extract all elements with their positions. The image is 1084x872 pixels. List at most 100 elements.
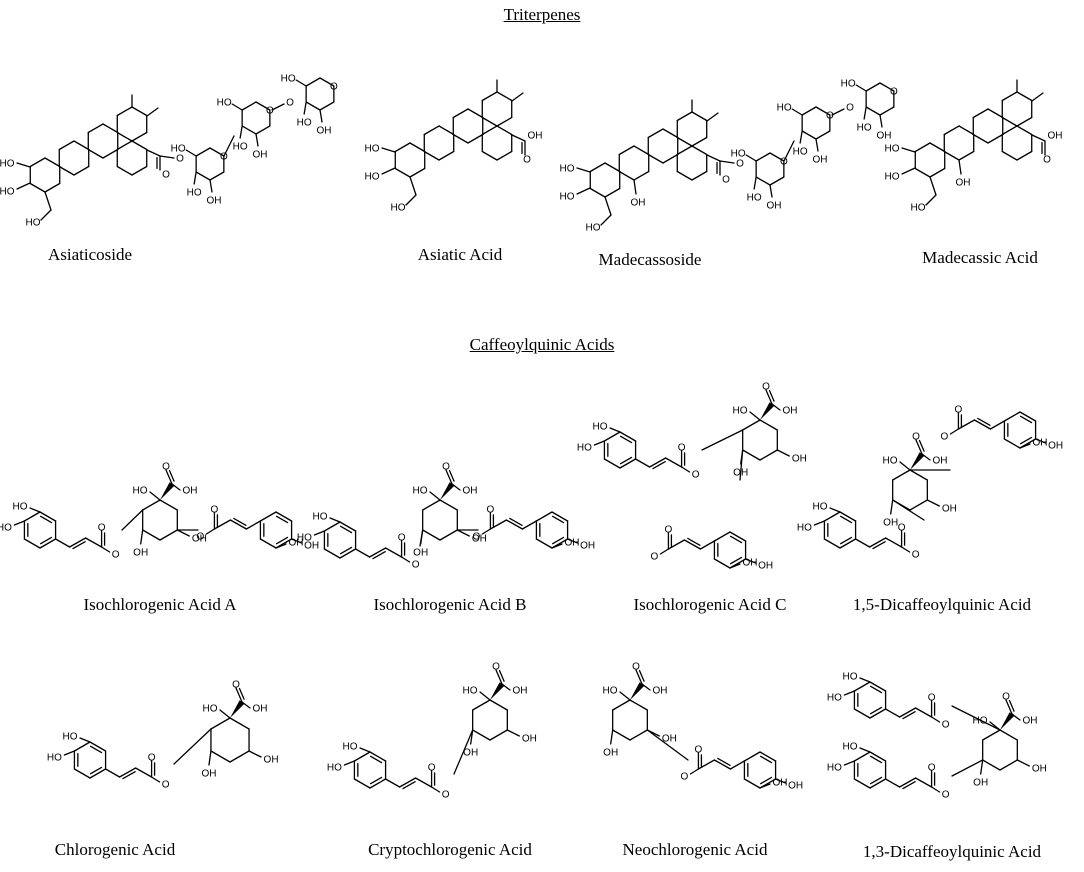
bond xyxy=(951,759,984,777)
bond xyxy=(823,511,841,522)
atom-label: O xyxy=(890,87,898,98)
bond xyxy=(892,469,911,481)
bond xyxy=(498,669,505,682)
bond xyxy=(633,145,650,156)
bond xyxy=(131,131,148,142)
atom-label: O xyxy=(928,763,936,774)
atom-label: HO xyxy=(843,672,858,683)
bond xyxy=(647,128,664,139)
bond xyxy=(619,456,633,465)
bond xyxy=(87,123,104,134)
bond xyxy=(900,546,911,553)
bond xyxy=(23,511,41,522)
atom-label: O xyxy=(220,152,228,163)
bond xyxy=(323,548,341,559)
bond xyxy=(1005,699,1013,715)
bond xyxy=(713,558,731,569)
bond xyxy=(496,91,513,102)
bond xyxy=(1016,116,1033,127)
bond xyxy=(506,729,520,737)
bond xyxy=(511,134,526,142)
atom-label: HO xyxy=(586,223,601,234)
bond xyxy=(759,783,771,789)
atom-label: OH xyxy=(973,778,988,789)
atom-label: OH xyxy=(304,541,319,552)
bond xyxy=(100,546,111,553)
atom-label: O xyxy=(162,170,170,181)
bond xyxy=(987,108,1004,119)
bond xyxy=(742,419,761,431)
bond xyxy=(467,108,484,119)
compound-name: Madecassic Acid xyxy=(922,248,1038,267)
bond xyxy=(683,539,702,550)
atom-label: O xyxy=(98,523,106,534)
bond xyxy=(853,751,871,762)
bond xyxy=(799,130,803,144)
bond xyxy=(603,431,621,442)
bond xyxy=(210,750,231,763)
bond xyxy=(319,77,335,87)
bond xyxy=(943,150,960,161)
compound-name: Chlorogenic Acid xyxy=(54,840,176,859)
bond xyxy=(930,786,941,793)
bond xyxy=(884,778,901,788)
atom-label: O xyxy=(330,82,338,93)
bond xyxy=(892,499,925,521)
atom-label: O xyxy=(442,790,450,801)
bond xyxy=(1019,415,1033,424)
bond xyxy=(535,511,553,522)
bond xyxy=(635,669,643,685)
atom-label: O xyxy=(846,103,854,114)
bond xyxy=(868,537,887,548)
bond xyxy=(929,167,946,178)
atom-label: HO xyxy=(217,98,232,109)
atom-label: OH xyxy=(253,150,268,161)
bond xyxy=(1016,759,1030,767)
bond xyxy=(40,209,52,221)
bond xyxy=(859,677,871,683)
bond xyxy=(909,469,928,481)
atom-label: HO xyxy=(885,144,900,155)
atom-label: HO xyxy=(63,732,78,743)
atom-label: O xyxy=(665,525,673,536)
bond xyxy=(813,520,826,526)
bond xyxy=(914,777,933,788)
bond xyxy=(369,776,383,785)
compound-name: 1,3-Dicaffeoylquinic Acid xyxy=(862,842,1042,861)
bond xyxy=(368,547,387,558)
bond xyxy=(87,148,104,159)
bond xyxy=(1016,125,1033,136)
bond xyxy=(1011,713,1021,721)
atom-label: O xyxy=(651,552,659,563)
bond xyxy=(102,148,119,159)
bond xyxy=(676,111,693,122)
bond xyxy=(1031,92,1044,102)
atom-label: OH xyxy=(133,548,148,559)
bond xyxy=(185,149,197,157)
bond xyxy=(131,140,148,151)
bond xyxy=(691,170,708,181)
bond xyxy=(618,145,635,156)
bond xyxy=(815,138,819,152)
bond xyxy=(29,157,46,168)
bond xyxy=(271,103,285,111)
bond xyxy=(495,669,503,685)
bond xyxy=(619,431,637,442)
atom-label: O xyxy=(428,763,436,774)
bond xyxy=(122,771,136,780)
bond xyxy=(691,111,708,122)
atom-label: OH xyxy=(472,534,487,545)
bond xyxy=(823,538,841,549)
bond xyxy=(73,165,90,176)
bond xyxy=(853,681,871,692)
atom-label: HO xyxy=(733,406,748,417)
bond xyxy=(150,776,161,783)
bond xyxy=(104,768,121,778)
bond xyxy=(743,751,761,762)
bond xyxy=(400,556,411,563)
bond xyxy=(973,419,992,430)
bond xyxy=(489,729,508,741)
bond xyxy=(829,507,841,513)
